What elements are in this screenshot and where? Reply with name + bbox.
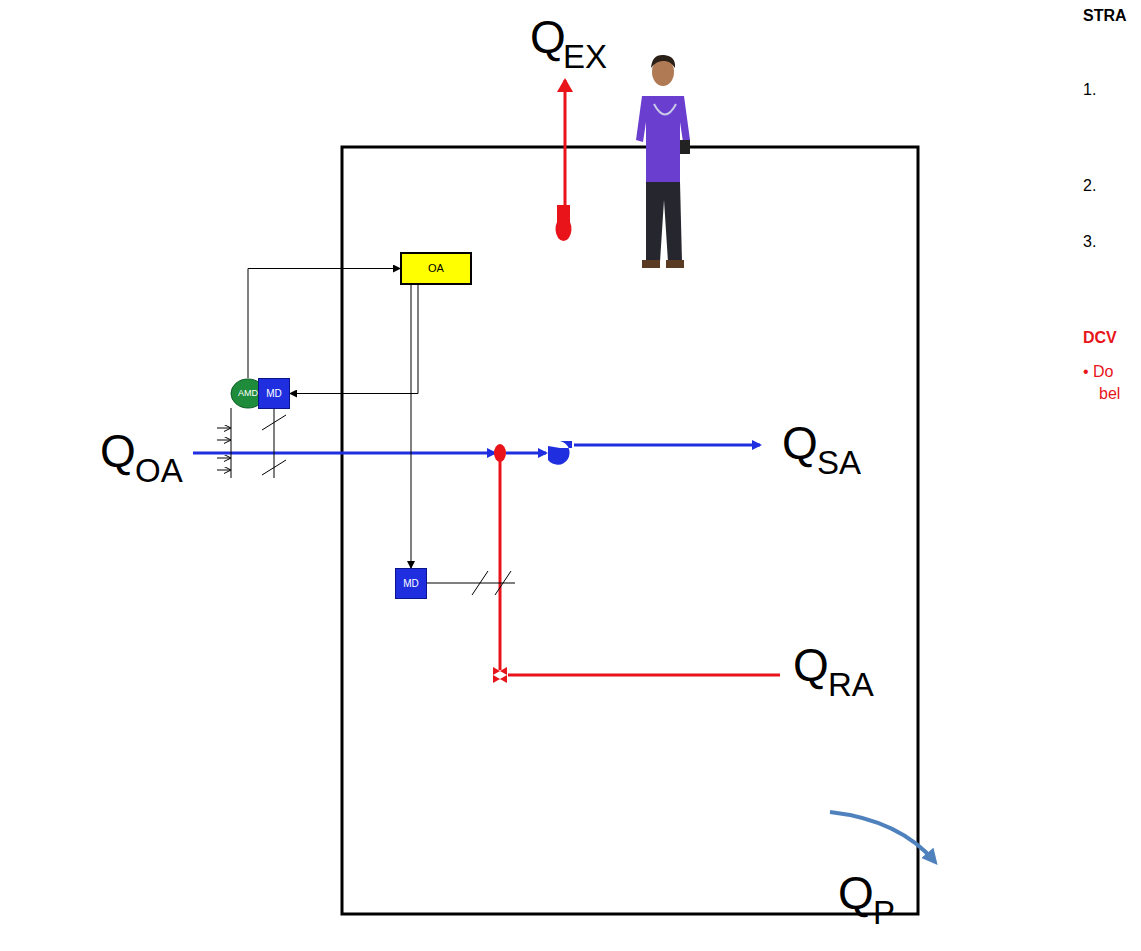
- control-signal: [248, 269, 400, 379]
- controller-box: OA: [400, 252, 472, 285]
- note-fragment: bel: [1099, 386, 1120, 402]
- node-label: MD: [403, 579, 419, 589]
- node-label: MD: [266, 389, 282, 399]
- flow-subscript: SA: [817, 446, 861, 479]
- list-number: 3.: [1083, 234, 1096, 250]
- control-signal: [411, 285, 412, 568]
- return-air-duct: [427, 444, 780, 683]
- flow-subscript: RA: [828, 668, 874, 701]
- outside-air-duct: [193, 408, 546, 478]
- flow-symbol: Q: [782, 420, 818, 466]
- heading-fragment: DCV: [1083, 330, 1117, 346]
- room-outline: [342, 147, 918, 914]
- flow-symbol: Q: [838, 870, 874, 916]
- damper-motor: MD: [395, 568, 427, 599]
- heading-fragment: STRA: [1083, 8, 1127, 24]
- flow-symbol: Q: [100, 428, 136, 474]
- person-figure: [636, 55, 690, 268]
- exhaust-fan: [556, 80, 572, 241]
- leakage-arrow: [830, 812, 935, 862]
- damper-motor: MD: [258, 378, 290, 409]
- node-label: OA: [428, 263, 444, 274]
- node-label: AMD: [238, 389, 258, 398]
- flow-symbol: Q: [530, 14, 566, 60]
- flow-symbol: Q: [793, 642, 829, 688]
- flow-subscript: OA: [135, 454, 183, 487]
- list-number: 1.: [1083, 82, 1096, 98]
- flow-subscript: P: [873, 896, 895, 929]
- flow-subscript: EX: [563, 40, 607, 73]
- note-fragment: • Do: [1083, 364, 1114, 380]
- control-signal: [290, 285, 418, 394]
- supply-fan: [548, 441, 760, 465]
- list-number: 2.: [1083, 178, 1096, 194]
